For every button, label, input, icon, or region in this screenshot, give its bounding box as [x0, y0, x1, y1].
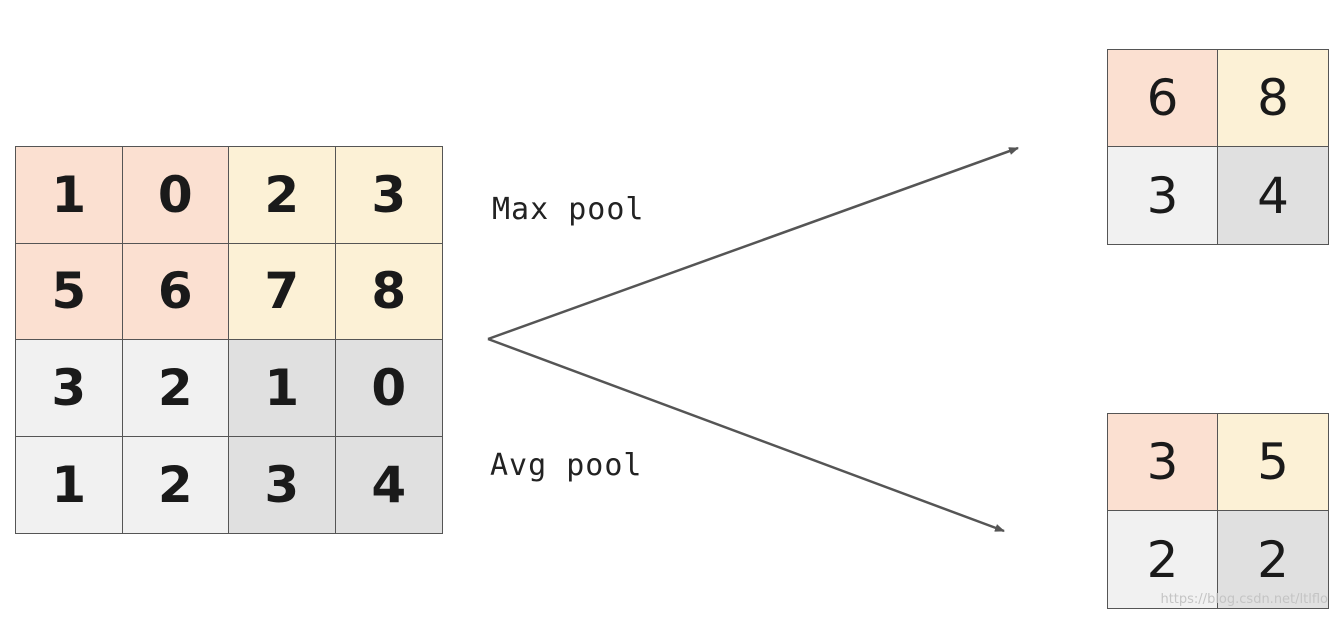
input-matrix-cell: 0 [122, 147, 229, 244]
input-matrix-cell: 1 [16, 436, 123, 533]
input-matrix-cell: 7 [229, 243, 336, 340]
max-pool-arrow [487, 146, 1019, 341]
max-pool-label: Max pool [492, 192, 645, 227]
max-pool-cell: 8 [1218, 50, 1328, 147]
input-matrix-cell: 2 [122, 340, 229, 437]
max-pool-cell: 4 [1218, 147, 1328, 244]
input-matrix-cell: 1 [16, 147, 123, 244]
input-matrix-cell: 0 [335, 340, 442, 437]
input-matrix-cell: 3 [335, 147, 442, 244]
input-matrix-cell: 4 [335, 436, 442, 533]
input-matrix-cell: 3 [16, 340, 123, 437]
avg-pool-arrow [487, 337, 1005, 533]
avg-pool-cell: 5 [1218, 414, 1328, 511]
avg-pool-cell: 3 [1108, 414, 1218, 511]
watermark: https://blog.csdn.net/ltlflo [1160, 592, 1328, 607]
input-matrix-cell: 5 [16, 243, 123, 340]
max-pool-cell: 3 [1108, 147, 1218, 244]
input-matrix-cell: 3 [229, 436, 336, 533]
input-matrix-cell: 6 [122, 243, 229, 340]
input-matrix-cell: 1 [229, 340, 336, 437]
max-pool-cell: 6 [1108, 50, 1218, 147]
input-matrix-cell: 2 [229, 147, 336, 244]
avg-pool-label: Avg pool [490, 448, 643, 483]
avg-pool-cell: 2 [1218, 511, 1328, 608]
avg-pool-cell: 2 [1108, 511, 1218, 608]
input-matrix-cell: 2 [122, 436, 229, 533]
input-matrix-cell: 8 [335, 243, 442, 340]
